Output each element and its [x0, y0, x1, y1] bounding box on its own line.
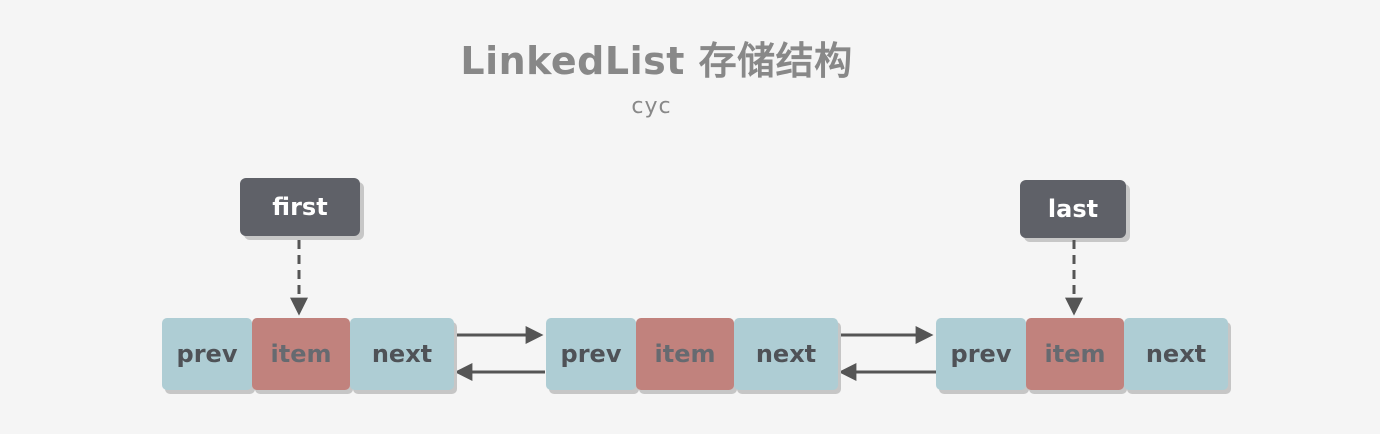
node-1-item-cell: item	[252, 318, 350, 390]
diagram-subtitle: cyc	[631, 94, 672, 119]
node-3: prev item next	[936, 318, 1228, 390]
node-1-next-cell: next	[350, 318, 454, 390]
node-3-prev-cell: prev	[936, 318, 1026, 390]
node-3-next-cell: next	[1124, 318, 1228, 390]
node-1: prev item next	[162, 318, 454, 390]
node-2-item-cell: item	[636, 318, 734, 390]
diagram-title: LinkedList 存储结构	[460, 39, 853, 83]
last-pointer: last	[1020, 180, 1126, 238]
node-2-next-cell: next	[734, 318, 838, 390]
node-3-item-cell: item	[1026, 318, 1124, 390]
first-pointer: first	[240, 178, 360, 236]
node-2: prev item next	[546, 318, 838, 390]
node-1-prev-cell: prev	[162, 318, 252, 390]
node-2-prev-cell: prev	[546, 318, 636, 390]
